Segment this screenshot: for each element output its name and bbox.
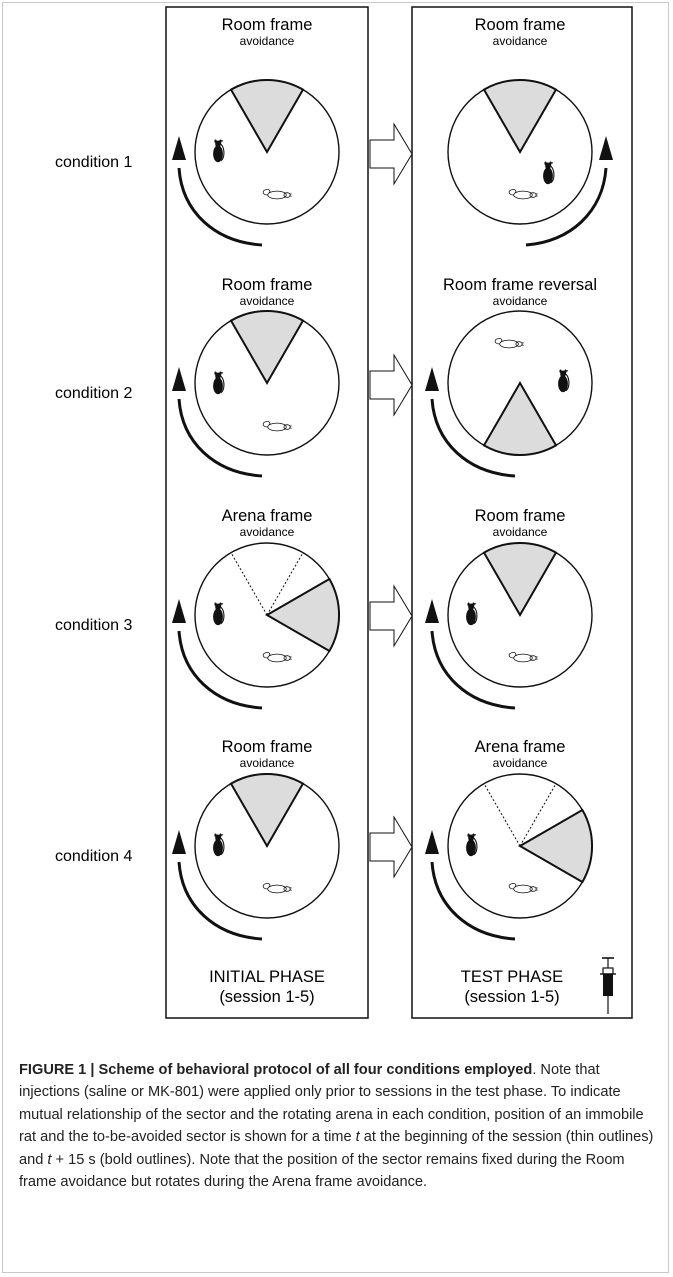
- rotation-arrow: [177, 630, 263, 710]
- caption-text: at the beginning of the session (thin ou…: [19, 1129, 654, 1168]
- rat-icon: [542, 160, 555, 185]
- condition-label: condition 3: [55, 617, 132, 634]
- rat-icon: [212, 138, 225, 163]
- rotation-arrow: [430, 630, 516, 710]
- panel-title: Arena frame: [475, 738, 566, 756]
- caption-title: FIGURE 1 | Scheme of behavioral protocol…: [19, 1062, 533, 1078]
- rat-outline-icon: [262, 652, 292, 663]
- room-sector: [229, 773, 305, 849]
- rotation-arrow: [177, 861, 263, 941]
- rotation-arrowhead: [172, 830, 186, 854]
- panel-subtitle: avoidance: [493, 34, 548, 48]
- condition-label: condition 1: [55, 154, 132, 171]
- room-sector: [482, 380, 558, 456]
- rotation-arrowhead: [425, 367, 439, 391]
- rat-outline-icon: [508, 883, 538, 894]
- phase-label: TEST PHASE: [461, 968, 563, 986]
- room-sector: [482, 79, 558, 155]
- transition-arrow: [369, 815, 413, 879]
- panel-subtitle: avoidance: [493, 756, 548, 770]
- panel-subtitle: avoidance: [493, 525, 548, 539]
- panel-subtitle: avoidance: [240, 756, 295, 770]
- rotation-arrow: [177, 398, 263, 478]
- panel-subtitle: avoidance: [493, 294, 548, 308]
- syringe-icon: [600, 957, 616, 1014]
- panel-subtitle: avoidance: [240, 34, 295, 48]
- arena-sector-start: [230, 552, 304, 616]
- rotation-arrowhead: [425, 599, 439, 623]
- phase-label: INITIAL PHASE: [209, 968, 325, 986]
- transition-arrow: [369, 122, 413, 186]
- rotation-arrowhead: [172, 136, 186, 160]
- rotation-arrowhead: [599, 136, 613, 160]
- panel-title: Room frame: [222, 276, 313, 294]
- rotation-arrow: [430, 861, 516, 941]
- panel-title: Room frame: [222, 738, 313, 756]
- panel-title: Room frame: [475, 16, 566, 34]
- figure-caption: FIGURE 1 | Scheme of behavioral protocol…: [19, 1059, 659, 1193]
- caption-variable: t: [355, 1129, 360, 1146]
- phase-sublabel: (session 1-5): [219, 988, 314, 1006]
- arena-sector: [517, 808, 593, 884]
- initial-phase-box: [165, 6, 369, 1019]
- rat-icon: [212, 601, 225, 626]
- rat-outline-icon: [494, 338, 524, 349]
- rat-icon: [465, 601, 478, 626]
- panel-title: Arena frame: [222, 507, 313, 525]
- arena-sector: [264, 577, 340, 653]
- panel-title: Room frame reversal: [443, 276, 597, 294]
- panel-title: Room frame: [475, 507, 566, 525]
- arena-sector-start: [483, 783, 557, 847]
- rat-icon: [557, 368, 570, 393]
- rotation-arrow: [177, 167, 263, 247]
- rat-outline-icon: [508, 652, 538, 663]
- rat-icon: [465, 832, 478, 857]
- transition-arrow: [369, 584, 413, 648]
- caption-text: . Note that injections (saline or MK-801…: [19, 1062, 644, 1146]
- rat-outline-icon: [508, 189, 538, 200]
- rat-icon: [212, 370, 225, 395]
- rat-outline-icon: [262, 883, 292, 894]
- transition-arrow: [369, 353, 413, 417]
- condition-label: condition 2: [55, 385, 132, 402]
- rat-outline-icon: [262, 421, 292, 432]
- caption-text: + 15 s (bold outlines). Note that the po…: [19, 1151, 625, 1191]
- room-sector: [229, 310, 305, 386]
- rat-icon: [212, 832, 225, 857]
- rotation-arrow: [525, 167, 608, 247]
- panel-subtitle: avoidance: [240, 525, 295, 539]
- rotation-arrowhead: [172, 367, 186, 391]
- protocol-diagram: condition 1 condition 2 condition 3 cond…: [55, 6, 633, 1019]
- rotation-arrowhead: [172, 599, 186, 623]
- panel-subtitle: avoidance: [240, 294, 295, 308]
- condition-label: condition 4: [55, 848, 132, 865]
- phase-sublabel: (session 1-5): [464, 988, 559, 1006]
- room-sector: [482, 542, 558, 618]
- room-sector: [229, 79, 305, 155]
- test-phase-box: [411, 6, 633, 1019]
- rotation-arrowhead: [425, 830, 439, 854]
- rat-outline-icon: [262, 189, 292, 200]
- panel-title: Room frame: [222, 16, 313, 34]
- rotation-arrow: [430, 398, 516, 478]
- caption-variable: t: [47, 1151, 52, 1168]
